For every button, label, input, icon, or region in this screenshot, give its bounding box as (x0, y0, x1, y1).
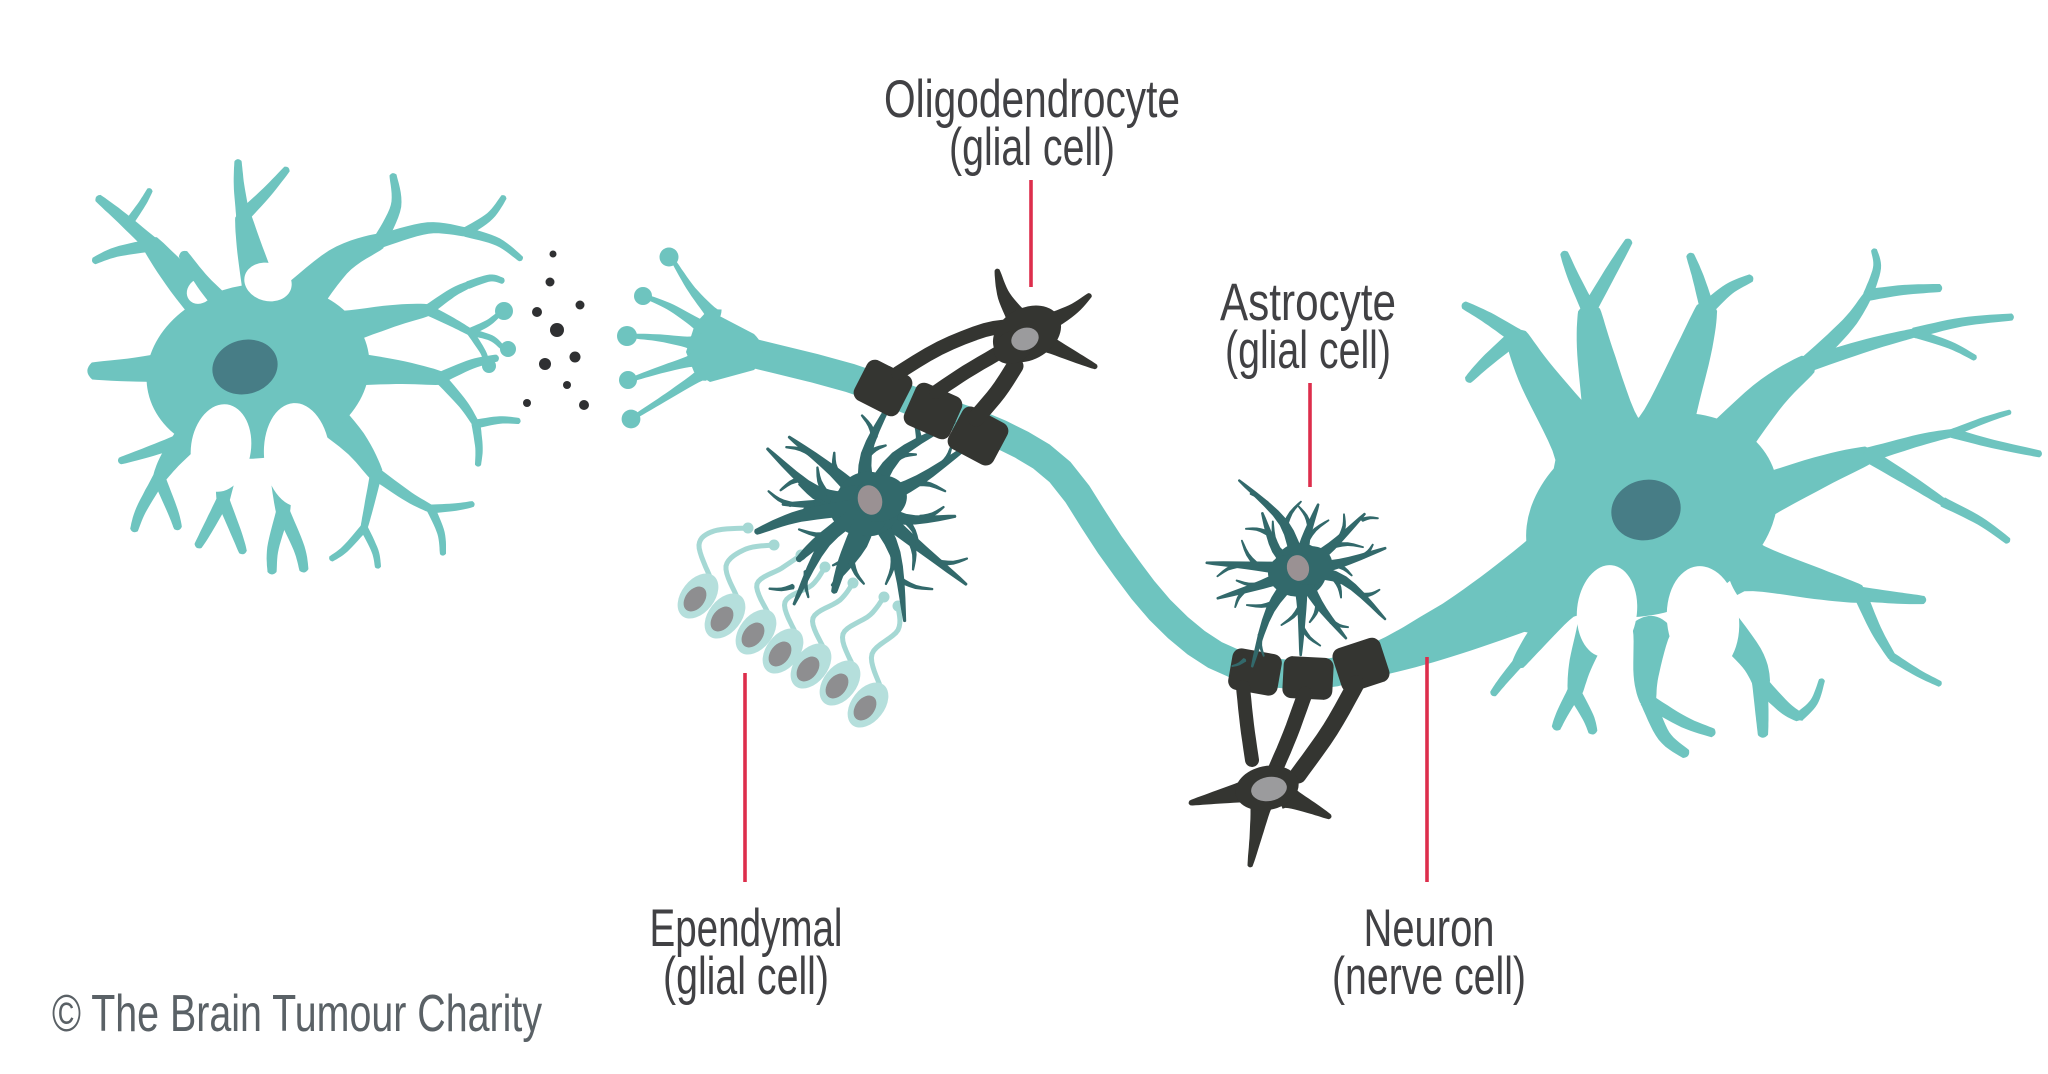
svg-text:(glial cell): (glial cell) (949, 118, 1115, 177)
svg-text:© The Brain Tumour Charity: © The Brain Tumour Charity (52, 985, 542, 1043)
svg-text:Astrocyte: Astrocyte (1220, 273, 1396, 332)
svg-text:(nerve cell): (nerve cell) (1332, 947, 1526, 1006)
svg-text:(glial cell): (glial cell) (1225, 321, 1391, 380)
svg-text:Neuron: Neuron (1364, 899, 1495, 958)
svg-text:Ependymal: Ependymal (650, 899, 843, 958)
svg-text:(glial cell): (glial cell) (663, 947, 829, 1006)
svg-text:Oligodendrocyte: Oligodendrocyte (884, 70, 1180, 129)
